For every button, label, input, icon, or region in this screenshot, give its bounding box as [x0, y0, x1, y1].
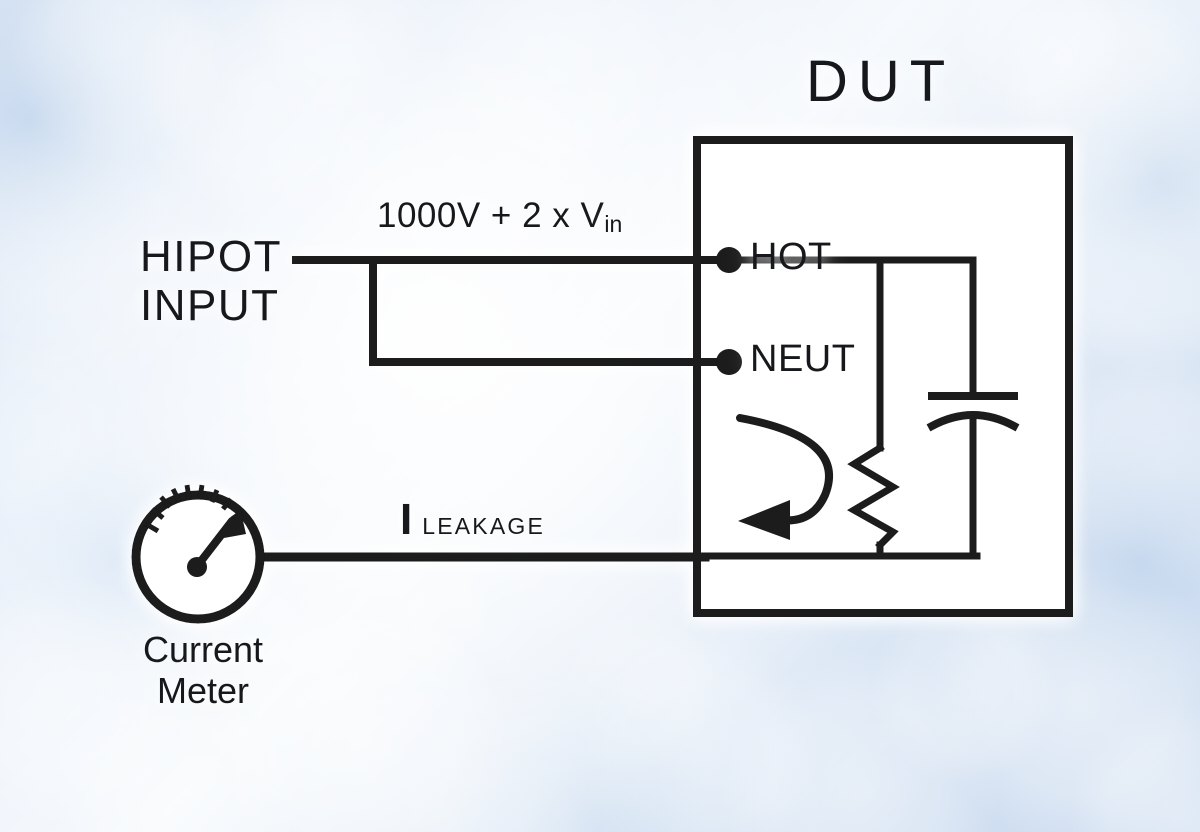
current-meter-needle-tip	[224, 508, 246, 538]
current-meter-needle	[194, 517, 236, 569]
resistor-zigzag	[846, 443, 900, 550]
capacitor-plate-curved	[926, 411, 1020, 432]
current-flow-arrow-curve	[736, 414, 833, 525]
terminal-hot-dot	[716, 247, 742, 273]
current-meter-pivot	[187, 557, 207, 577]
terminal-neut-dot	[716, 349, 742, 375]
current-flow-arrowhead	[738, 500, 790, 540]
